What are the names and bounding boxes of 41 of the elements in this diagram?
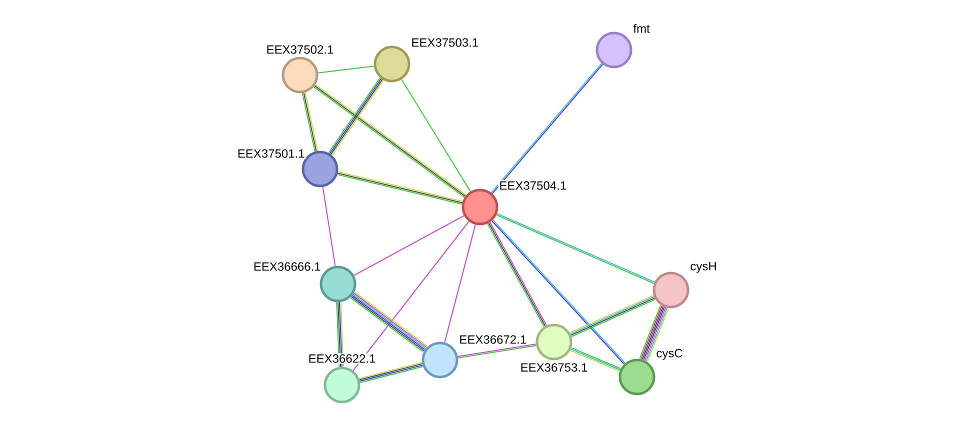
protein-node (536, 324, 572, 360)
node-label: EEX37501.1 (236, 148, 306, 159)
node-label: cysC (655, 348, 684, 361)
interaction-line (490, 62, 604, 194)
interaction-line (444, 224, 476, 343)
node-label: EEX36666.1 (252, 261, 322, 272)
protein-node (618, 358, 656, 396)
interaction-line (336, 171, 464, 205)
node-label: EEX37502.1 (265, 44, 335, 55)
interaction-line (350, 292, 428, 352)
interaction-line (302, 92, 318, 152)
protein-node (462, 188, 498, 226)
protein-node (282, 56, 318, 94)
interaction-line (352, 220, 470, 372)
protein-node (422, 342, 458, 378)
interaction-line (328, 77, 384, 156)
interaction-line (491, 219, 626, 365)
interaction-line (639, 304, 669, 362)
interaction-line (457, 344, 537, 358)
interaction-line (569, 294, 656, 337)
interaction-line (401, 79, 471, 192)
protein-node (374, 46, 410, 82)
interaction-line (570, 347, 622, 372)
protein-node (652, 272, 690, 308)
interaction-line (358, 362, 424, 383)
protein-node (324, 366, 360, 404)
node-label: EEX36622.1 (307, 353, 377, 364)
node-label: EEX36753.1 (519, 362, 589, 373)
node-label: fmt (632, 23, 651, 34)
interaction-line (313, 84, 467, 198)
node-label: EEX37504.1 (498, 180, 568, 191)
node-label: EEX37503.1 (410, 37, 480, 48)
node-label: cysH (689, 261, 718, 274)
interaction-line (496, 213, 656, 284)
interaction-line (322, 186, 336, 266)
node-label: EEX36672.1 (458, 334, 528, 345)
protein-node (596, 32, 632, 68)
interaction-line (487, 222, 547, 328)
interaction-line (354, 215, 464, 276)
protein-node (320, 266, 356, 302)
interaction-line (318, 66, 374, 74)
